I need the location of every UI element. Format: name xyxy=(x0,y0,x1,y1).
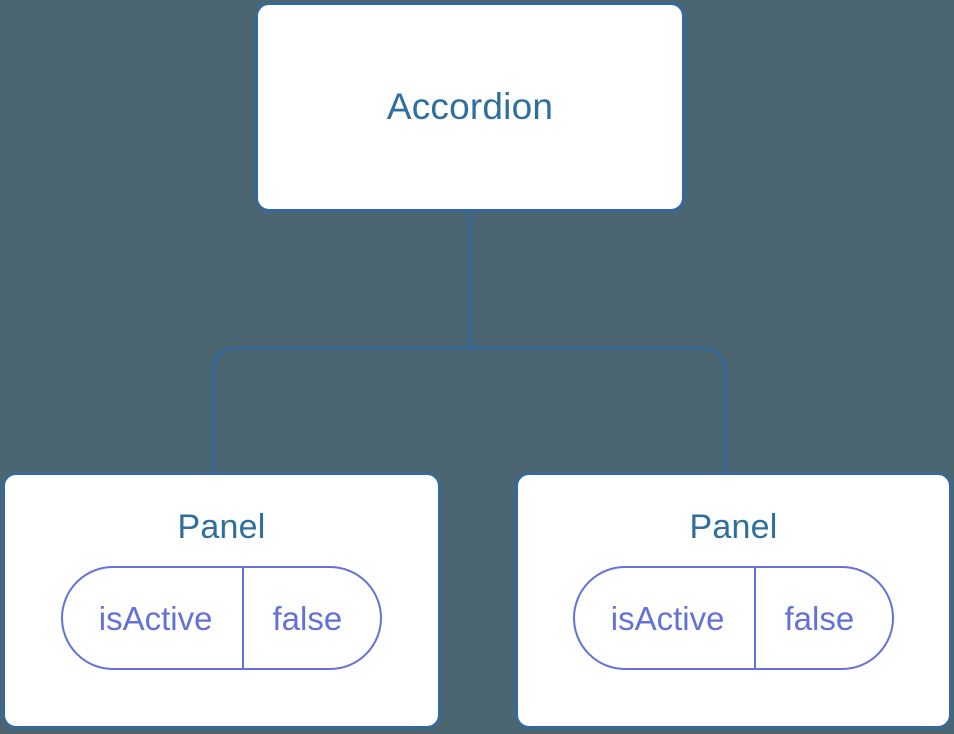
panel-left-prop-pill[interactable]: isActive false xyxy=(60,566,383,671)
panel-left-prop-value: false xyxy=(272,599,343,637)
panel-node-right-title: Panel xyxy=(689,508,778,546)
panel-node-right[interactable]: Panel isActive false xyxy=(515,472,952,729)
panel-node-left[interactable]: Panel isActive false xyxy=(2,472,441,729)
panel-right-prop-value: false xyxy=(784,599,855,637)
panel-node-left-title: Panel xyxy=(177,508,266,546)
panel-right-prop-pill[interactable]: isActive false xyxy=(572,566,895,671)
panel-right-prop-key: isActive xyxy=(575,568,757,669)
root-node[interactable]: Accordion xyxy=(255,2,685,212)
connector-to-right-panel xyxy=(470,346,727,474)
root-node-title: Accordion xyxy=(386,85,554,127)
panel-left-prop-key: isActive xyxy=(63,568,245,669)
connector-to-left-panel xyxy=(211,346,470,474)
